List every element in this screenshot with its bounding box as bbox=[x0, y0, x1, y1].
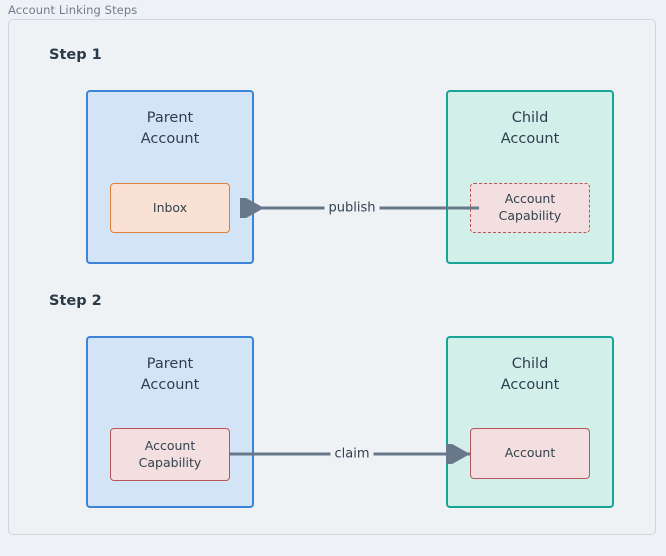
step-2-account-capability-node[interactable]: Account Capability bbox=[110, 428, 230, 481]
step-1-child-account-label: Child Account bbox=[500, 110, 560, 147]
step-2-edge-label: claim bbox=[330, 446, 374, 462]
step-1-inbox-node[interactable]: Inbox bbox=[110, 183, 230, 233]
step-1-child-account[interactable]: Child Account bbox=[446, 90, 614, 264]
figure-label: Account Linking Steps bbox=[8, 3, 138, 17]
step-2-account-node[interactable]: Account bbox=[470, 428, 590, 479]
step-2-parent-account[interactable]: Parent Account bbox=[86, 336, 254, 508]
step-2-title: Step 2 bbox=[49, 293, 102, 309]
step-1-edge-label: publish bbox=[324, 200, 380, 216]
step-1-parent-account-label: Parent Account bbox=[140, 110, 200, 147]
step-1-title: Step 1 bbox=[49, 47, 102, 63]
step-2-child-account-label: Child Account bbox=[500, 356, 560, 393]
step-2-child-account[interactable]: Child Account bbox=[446, 336, 614, 508]
step-1-parent-account[interactable]: Parent Account bbox=[86, 90, 254, 264]
step-1-account-capability-node[interactable]: Account Capability bbox=[470, 183, 590, 233]
step-2-parent-account-label: Parent Account bbox=[140, 356, 200, 393]
